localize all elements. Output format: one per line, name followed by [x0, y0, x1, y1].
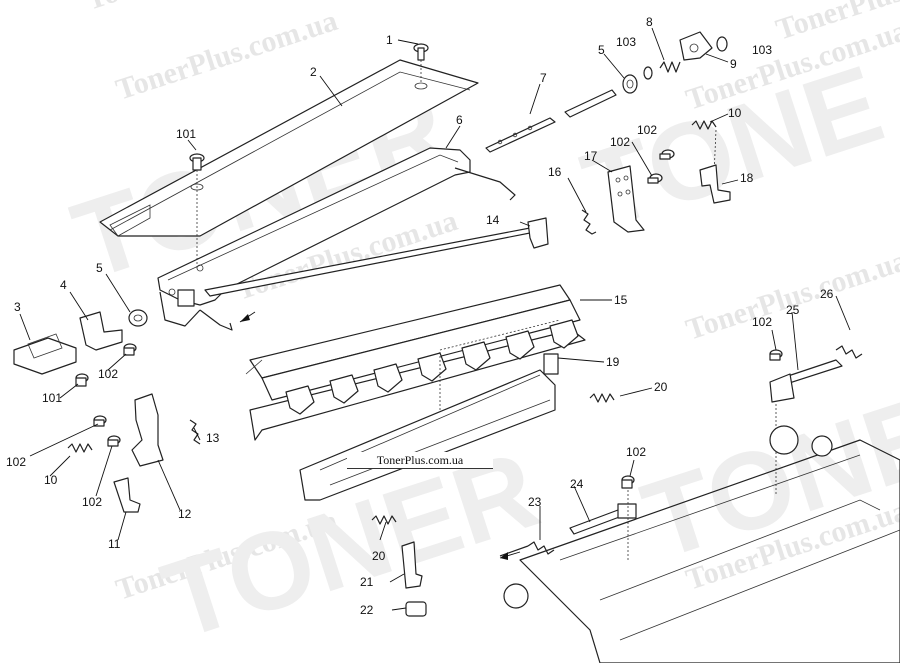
callout-24: 24	[570, 477, 584, 491]
callout-23: 23	[528, 495, 542, 509]
callout-17: 17	[584, 149, 598, 163]
callout-102-c: 102	[98, 367, 118, 381]
part-2-top-cover	[99, 59, 479, 237]
part-102-screw-mid	[621, 475, 635, 560]
callout-6: 6	[456, 113, 463, 127]
callout-22: 22	[360, 603, 374, 617]
callout-21: 21	[360, 575, 374, 589]
part-9-gear-bracket	[679, 31, 713, 61]
part-12-side-bracket	[131, 393, 164, 467]
part-101-screw	[189, 153, 205, 268]
guide-finger	[285, 385, 315, 415]
callout-20-right: 20	[654, 380, 668, 394]
watermark-caption: TonerPlus.com.ua	[347, 452, 493, 469]
callout-10-right: 10	[728, 106, 742, 120]
callout-labels: 1 2 3 4 5 5 6 7 8 9 10 10 11 12 13 14 15…	[6, 15, 834, 617]
callout-101-left: 101	[42, 391, 62, 405]
callout-101-top: 101	[176, 127, 196, 141]
part-21-bracket	[401, 541, 423, 589]
part-1-screw	[413, 43, 429, 90]
guide-finger	[373, 363, 403, 393]
part-10-spring-left	[67, 443, 93, 453]
callout-19: 19	[606, 355, 620, 369]
callout-8: 8	[646, 15, 653, 29]
part-22-bushing	[405, 601, 427, 617]
part-8-spring	[659, 61, 681, 73]
callout-2: 2	[310, 65, 317, 79]
part-15-guide-assembly	[245, 284, 586, 441]
base-frame	[503, 425, 900, 663]
callout-102-a: 102	[610, 135, 630, 149]
callout-15: 15	[614, 293, 628, 307]
part-17-bracket	[607, 165, 645, 233]
callout-102-e: 102	[82, 495, 102, 509]
part-19-frame	[299, 319, 561, 501]
part-20-spring-right	[589, 393, 615, 403]
part-103-washer-b	[716, 36, 728, 52]
callout-4: 4	[60, 278, 67, 292]
callout-9: 9	[730, 57, 737, 71]
part-25-shaft	[769, 359, 843, 403]
callout-102-f: 102	[752, 315, 772, 329]
callout-12: 12	[178, 507, 192, 521]
part-18-bracket	[699, 164, 731, 204]
guide-finger	[417, 352, 447, 382]
callout-1: 1	[386, 33, 393, 47]
part-102-screws-lower-left	[93, 415, 121, 447]
part-5-bushing-right	[622, 74, 638, 94]
callout-16: 16	[548, 165, 562, 179]
callout-5-left: 5	[96, 261, 103, 275]
callout-5-right: 5	[598, 43, 605, 57]
guide-finger	[505, 330, 535, 360]
callout-3: 3	[14, 300, 21, 314]
part-103-washer-a	[643, 66, 653, 80]
callout-14: 14	[486, 213, 500, 227]
watermark-text: TonerPlus.com.ua	[682, 244, 900, 347]
callout-11: 11	[108, 537, 121, 551]
watermark-big-text: TONE	[629, 372, 900, 583]
callout-20-left: 20	[372, 549, 386, 563]
part-20-spring-left	[371, 515, 397, 525]
callout-102-b: 102	[637, 123, 657, 137]
part-14-rod	[204, 217, 549, 297]
part-102-screw	[647, 149, 675, 184]
part-6-main-bracket	[157, 147, 516, 331]
leader-lines	[19, 27, 851, 611]
callout-13: 13	[206, 431, 220, 445]
guide-finger	[329, 374, 359, 404]
callout-7: 7	[540, 71, 547, 85]
part-13-spring	[189, 419, 201, 445]
part-3-block	[13, 333, 77, 375]
callout-18: 18	[740, 171, 754, 185]
watermark-text: TonerPlus.com.ua	[112, 4, 342, 107]
callout-103-b: 103	[752, 43, 772, 57]
callout-102-d: 102	[6, 455, 26, 469]
part-101-screw-left	[75, 373, 89, 387]
part-23-spring	[499, 541, 555, 557]
callout-25: 25	[786, 303, 800, 317]
watermark-text: TonerPlus.com.ua	[82, 0, 312, 17]
direction-arrows	[239, 311, 521, 560]
part-4-bracket	[79, 311, 123, 351]
guide-finger	[461, 341, 491, 371]
callout-103-a: 103	[616, 35, 636, 49]
callout-10-left: 10	[44, 473, 58, 487]
part-11-bracket	[113, 477, 141, 513]
part-16-spring	[581, 209, 597, 235]
part-5-bushing-left	[128, 309, 148, 327]
callout-102-g: 102	[626, 445, 646, 459]
part-7-shaft	[485, 89, 617, 153]
part-26-spring	[835, 345, 863, 359]
part-24-shaft	[569, 503, 637, 535]
callout-26: 26	[820, 287, 834, 301]
guide-finger	[549, 319, 579, 349]
part-102-screw-left	[123, 343, 137, 356]
